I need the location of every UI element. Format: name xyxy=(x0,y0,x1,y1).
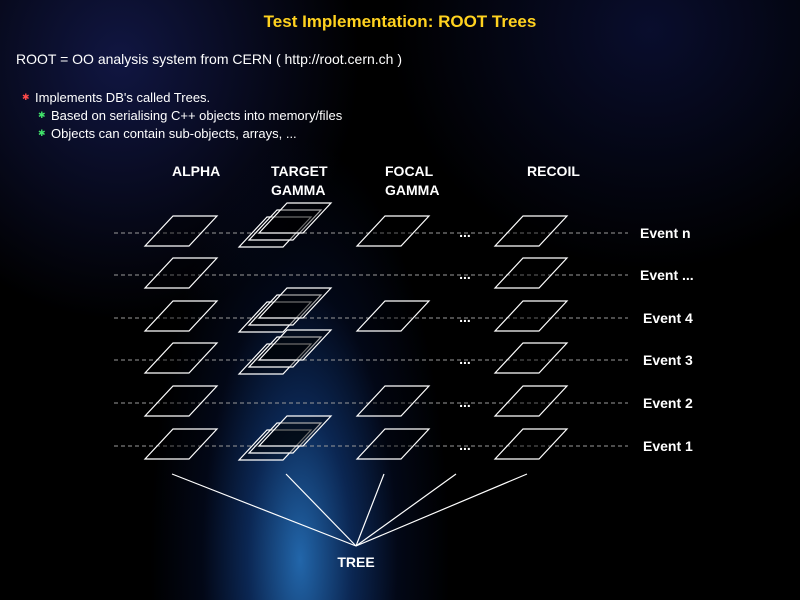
slide-subtitle: ROOT = OO analysis system from CERN ( ht… xyxy=(16,51,403,67)
event-label: Event 1 xyxy=(643,438,693,454)
ellipsis-mark: ... xyxy=(459,437,471,453)
event-label: Event n xyxy=(640,225,691,241)
target-gamma-cell xyxy=(257,287,333,319)
ellipsis-mark: ... xyxy=(459,309,471,325)
alpha-cell xyxy=(143,300,219,332)
column-label-line2: GAMMA xyxy=(271,182,325,198)
column-labels: ALPHA TARGET GAMMA FOCAL GAMMA RECOIL xyxy=(172,163,580,198)
event-cells: .................. xyxy=(143,202,569,461)
tree-branch-line xyxy=(285,473,357,547)
event-label: Event ... xyxy=(640,267,694,283)
alpha-cell xyxy=(143,342,219,374)
target-gamma-cell xyxy=(257,202,333,234)
green-star-bullet-icon: ✱ xyxy=(38,110,46,120)
column-label: ALPHA xyxy=(172,163,220,179)
tree-branch-line xyxy=(355,473,385,547)
event-label: Event 3 xyxy=(643,352,693,368)
focal-gamma-cell xyxy=(355,428,431,460)
recoil-cell xyxy=(493,428,569,460)
alpha-cell xyxy=(143,428,219,460)
focal-gamma-cell xyxy=(355,385,431,417)
tree-branch-line xyxy=(355,473,528,547)
bullet-sub-objects: ✱ Objects can contain sub-objects, arrays… xyxy=(38,126,297,141)
target-gamma-cell xyxy=(257,415,333,447)
focal-gamma-cell xyxy=(355,215,431,247)
recoil-cell xyxy=(493,215,569,247)
recoil-cell xyxy=(493,300,569,332)
alpha-cell xyxy=(143,257,219,289)
event-row-lines xyxy=(114,232,628,447)
event-labels: Event n Event ... Event 4 Event 3 Event 2 Eve… xyxy=(640,225,694,454)
column-label-line2: GAMMA xyxy=(385,182,439,198)
recoil-cell xyxy=(493,385,569,417)
tree-branches xyxy=(171,473,528,547)
tree-branch-line xyxy=(171,473,357,547)
bullet-serialising: ✱ Based on serialising C++ objects into m… xyxy=(38,108,342,123)
ellipsis-mark: ... xyxy=(459,394,471,410)
alpha-cell xyxy=(143,215,219,247)
ellipsis-mark: ... xyxy=(459,266,471,282)
bullet-trees: ✱ Implements DB's called Trees. xyxy=(22,90,210,105)
red-star-bullet-icon: ✱ xyxy=(22,92,30,102)
recoil-cell xyxy=(493,257,569,289)
tree-branch-line xyxy=(355,473,457,547)
focal-gamma-cell xyxy=(355,300,431,332)
column-label: RECOIL xyxy=(527,163,580,179)
green-star-bullet-icon: ✱ xyxy=(38,128,46,138)
column-label: FOCAL xyxy=(385,163,434,179)
ellipsis-mark: ... xyxy=(459,351,471,367)
bullet-text: Implements DB's called Trees. xyxy=(35,90,211,105)
alpha-cell xyxy=(143,385,219,417)
bullet-text: Objects can contain sub-objects, arrays,… xyxy=(51,126,297,141)
bullet-text: Based on serialising C++ objects into me… xyxy=(51,108,343,123)
event-label: Event 4 xyxy=(643,310,693,326)
column-label: TARGET xyxy=(271,163,328,179)
target-gamma-cell xyxy=(257,329,333,361)
slide-title: Test Implementation: ROOT Trees xyxy=(263,12,537,31)
recoil-cell xyxy=(493,342,569,374)
ellipsis-mark: ... xyxy=(459,224,471,240)
event-label: Event 2 xyxy=(643,395,693,411)
tree-label: TREE xyxy=(337,554,374,570)
